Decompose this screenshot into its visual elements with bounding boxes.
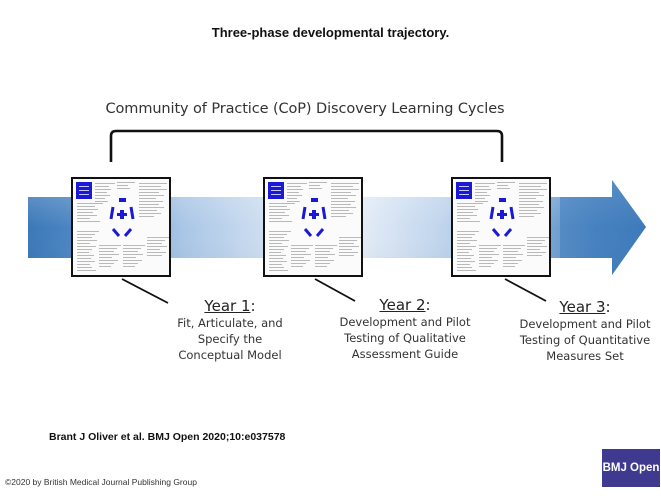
phase-year-2-desc-line-2: Testing of Qualitative — [344, 331, 466, 345]
thumbnail-logo-icon — [456, 182, 472, 199]
copyright-notice: ©2020 by British Medical Journal Publish… — [5, 477, 197, 487]
phase-year-2: Year 2: Development and Pilot Testing of… — [325, 296, 485, 362]
document-thumbnail-year-1 — [71, 177, 171, 277]
phase-year-1-heading: Year 1: — [204, 297, 256, 315]
cop-bracket-label: Community of Practice (CoP) Discovery Le… — [105, 101, 505, 117]
cycle-diagram-icon — [301, 198, 327, 237]
cycle-diagram-icon — [489, 198, 515, 237]
timeline-arrow-head — [560, 180, 646, 275]
phase-year-3-desc-line-3: Measures Set — [546, 349, 624, 363]
callout-line-year-1 — [121, 278, 169, 304]
thumbnail-logo-icon — [268, 182, 284, 199]
phase-year-1-desc-line-2: Specify the — [197, 332, 263, 346]
callout-line-year-3 — [504, 278, 547, 302]
citation: Brant J Oliver et al. BMJ Open 2020;10:e… — [49, 431, 286, 443]
phase-year-3-desc-line-1: Development and Pilot — [519, 317, 651, 331]
phase-year-1-desc-line-3: Conceptual Model — [178, 348, 282, 362]
phase-year-1-desc-line-1: Fit, Articulate, and — [177, 316, 283, 330]
document-thumbnail-year-2 — [263, 177, 363, 277]
phase-year-3-heading: Year 3: — [559, 298, 611, 316]
phase-year-3: Year 3: Development and Pilot Testing of… — [500, 298, 661, 364]
cycle-diagram-icon — [109, 198, 135, 237]
phase-year-2-desc-line-3: Assessment Guide — [351, 347, 459, 361]
phase-year-2-heading: Year 2: — [379, 296, 431, 314]
document-thumbnail-year-3 — [451, 177, 551, 277]
phase-year-1: Year 1: Fit, Articulate, and Specify the… — [150, 297, 310, 363]
callout-line-year-2 — [314, 278, 356, 302]
figure-title: Three-phase developmental trajectory. — [211, 25, 450, 40]
cop-bracket — [109, 129, 504, 162]
thumbnail-logo-icon — [76, 182, 92, 199]
bmj-open-logo: BMJ Open — [602, 449, 660, 487]
phase-year-2-desc-line-1: Development and Pilot — [339, 315, 471, 329]
phase-year-3-desc-line-2: Testing of Quantitative — [519, 333, 651, 347]
